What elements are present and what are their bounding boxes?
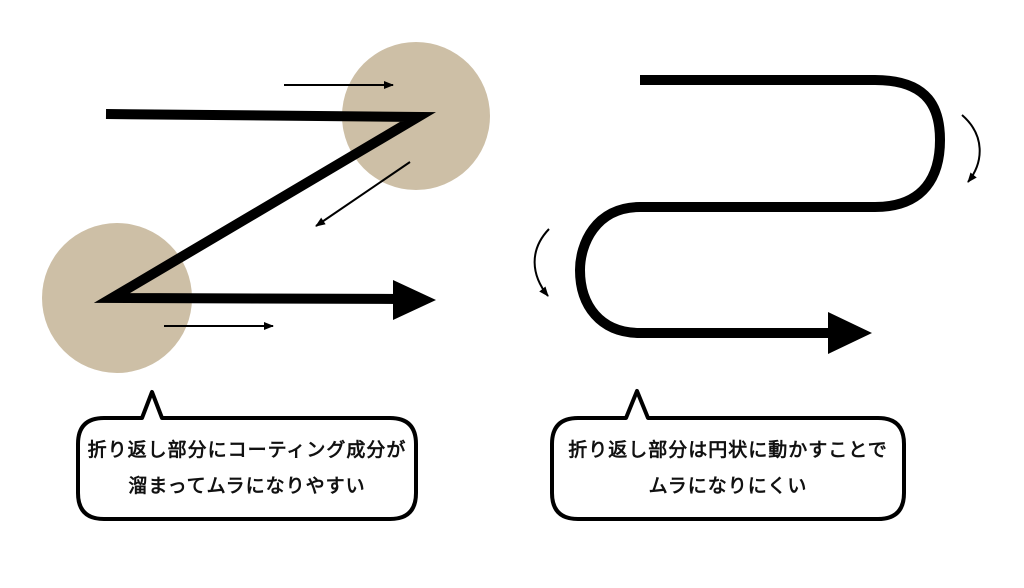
direction-arrow-diagonal <box>315 161 411 227</box>
rotation-arrow-left <box>533 228 550 297</box>
right-speech-bubble <box>550 389 906 521</box>
right-bubble-line2: ムラになりにくい <box>648 475 808 497</box>
s-curve-path <box>574 75 946 338</box>
zigzag-path <box>93 109 436 304</box>
left-bubble-text: 折り返し部分にコーティング成分が 溜まってムラになりやすい <box>80 432 414 504</box>
rotation-arrow-right <box>961 114 981 183</box>
right-panel <box>533 75 981 521</box>
right-bubble-text: 折り返し部分は円状に動かすことで ムラになりにくい <box>554 432 902 504</box>
left-panel <box>42 42 490 521</box>
left-bubble-line1: 折り返し部分にコーティング成分が <box>87 439 407 461</box>
left-bubble-line2: 溜まってムラになりやすい <box>128 475 366 497</box>
right-bubble-line1: 折り返し部分は円状に動かすことで <box>568 439 888 461</box>
s-curve-arrowhead <box>828 312 872 354</box>
zigzag-path-arrowhead <box>393 280 436 320</box>
left-speech-bubble <box>76 390 418 521</box>
